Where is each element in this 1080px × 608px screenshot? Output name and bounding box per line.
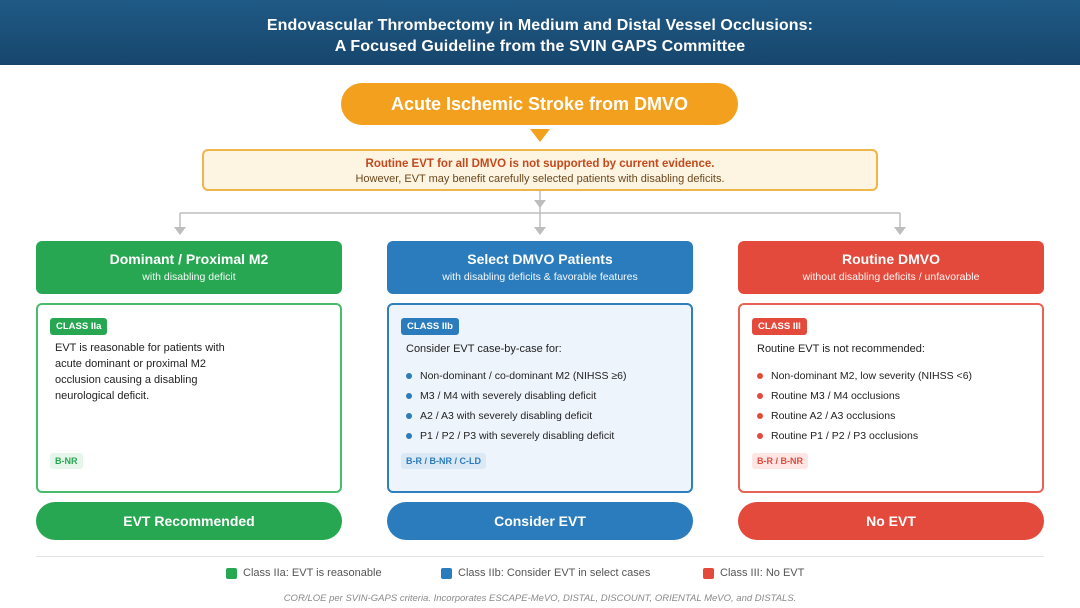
outcome-pill-evt-recommended: EVT Recommended bbox=[36, 502, 342, 540]
legend-swatch bbox=[441, 567, 452, 579]
legend-label: Class IIb: Consider EVT in select cases bbox=[458, 567, 651, 579]
legend-label: Class IIa: EVT is reasonable bbox=[243, 567, 382, 579]
recommendation-intro: Consider EVT case-by-case for: bbox=[406, 343, 562, 355]
legend-label: Class III: No EVT bbox=[720, 567, 805, 579]
list-item: P1 / P2 / P3 with severely disabling def… bbox=[406, 426, 679, 446]
evidence-note-line-2: However, EVT may benefit carefully selec… bbox=[355, 173, 725, 185]
legend-item-class-iia: Class IIa: EVT is reasonable bbox=[226, 567, 382, 579]
list-item: Routine M3 / M4 occlusions bbox=[757, 386, 1030, 406]
arrowhead-left-icon bbox=[174, 227, 186, 235]
loe-badge: B-R / B-NR / C-LD bbox=[401, 453, 486, 469]
column-title: Select DMVO Patients bbox=[467, 251, 613, 267]
list-item: Non-dominant M2, low severity (NIHSS <6) bbox=[757, 366, 1030, 386]
column-header-routine-dmvo: Routine DMVO without disabling deficits … bbox=[738, 241, 1044, 294]
column-subtitle: with disabling deficit bbox=[142, 271, 236, 283]
outcome-pill-consider-evt: Consider EVT bbox=[387, 502, 693, 540]
legend-divider bbox=[36, 556, 1044, 557]
arrowhead-stem-icon bbox=[534, 200, 546, 208]
criteria-list: Non-dominant M2, low severity (NIHSS <6)… bbox=[752, 366, 1030, 446]
footnote: COR/LOE per SVIN-GAPS criteria. Incorpor… bbox=[283, 593, 797, 604]
arrowhead-right-icon bbox=[894, 227, 906, 235]
class-badge: CLASS III bbox=[752, 318, 807, 335]
title-line-2: A Focused Guideline from the SVIN GAPS C… bbox=[334, 38, 746, 55]
list-item: A2 / A3 with severely disabling deficit bbox=[406, 406, 679, 426]
recommendation-text: EVT is reasonable for patients with acut… bbox=[55, 342, 225, 402]
recommendation-card-class-iii: CLASS III Routine EVT is not recommended… bbox=[738, 303, 1044, 493]
list-item: Routine A2 / A3 occlusions bbox=[757, 406, 1030, 426]
header-banner: Endovascular Thrombectomy in Medium and … bbox=[0, 0, 1080, 65]
top-node-pill: Acute Ischemic Stroke from DMVO bbox=[341, 83, 738, 125]
legend-swatch bbox=[226, 567, 237, 579]
legend-item-class-iib: Class IIb: Consider EVT in select cases bbox=[441, 567, 650, 579]
list-item: M3 / M4 with severely disabling deficit bbox=[406, 386, 679, 406]
column-header-dominant-m2: Dominant / Proximal M2 with disabling de… bbox=[36, 241, 342, 294]
recommendation-intro: Routine EVT is not recommended: bbox=[757, 343, 925, 355]
class-badge: CLASS IIa bbox=[50, 318, 108, 335]
legend-item-class-iii: Class III: No EVT bbox=[703, 567, 804, 579]
title-line-1: Endovascular Thrombectomy in Medium and … bbox=[266, 17, 814, 34]
legend-swatch bbox=[703, 567, 714, 579]
arrowhead-center-icon bbox=[534, 227, 546, 235]
list-item: Routine P1 / P2 / P3 occlusions bbox=[757, 426, 1030, 446]
column-title: Dominant / Proximal M2 bbox=[109, 251, 269, 267]
list-item: Non-dominant / co-dominant M2 (NIHSS ≥6) bbox=[406, 366, 679, 386]
evidence-note-box: Routine EVT for all DMVO is not supporte… bbox=[202, 149, 878, 191]
loe-badge: B-R / B-NR bbox=[752, 453, 808, 469]
down-arrow-icon bbox=[530, 129, 550, 142]
column-title: Routine DMVO bbox=[842, 251, 940, 267]
column-subtitle: with disabling deficits & favorable feat… bbox=[442, 271, 638, 283]
recommendation-card-class-iia: CLASS IIa EVT is reasonable for patients… bbox=[36, 303, 342, 493]
column-subtitle: without disabling deficits / unfavorable bbox=[802, 271, 980, 283]
evidence-note-line-1: Routine EVT for all DMVO is not supporte… bbox=[365, 158, 715, 170]
column-header-select-dmvo: Select DMVO Patients with disabling defi… bbox=[387, 241, 693, 294]
loe-badge: B-NR bbox=[50, 453, 83, 469]
criteria-list: Non-dominant / co-dominant M2 (NIHSS ≥6)… bbox=[401, 366, 679, 446]
outcome-pill-no-evt: No EVT bbox=[738, 502, 1044, 540]
class-badge: CLASS IIb bbox=[401, 318, 459, 335]
recommendation-card-class-iib: CLASS IIb Consider EVT case-by-case for:… bbox=[387, 303, 693, 493]
